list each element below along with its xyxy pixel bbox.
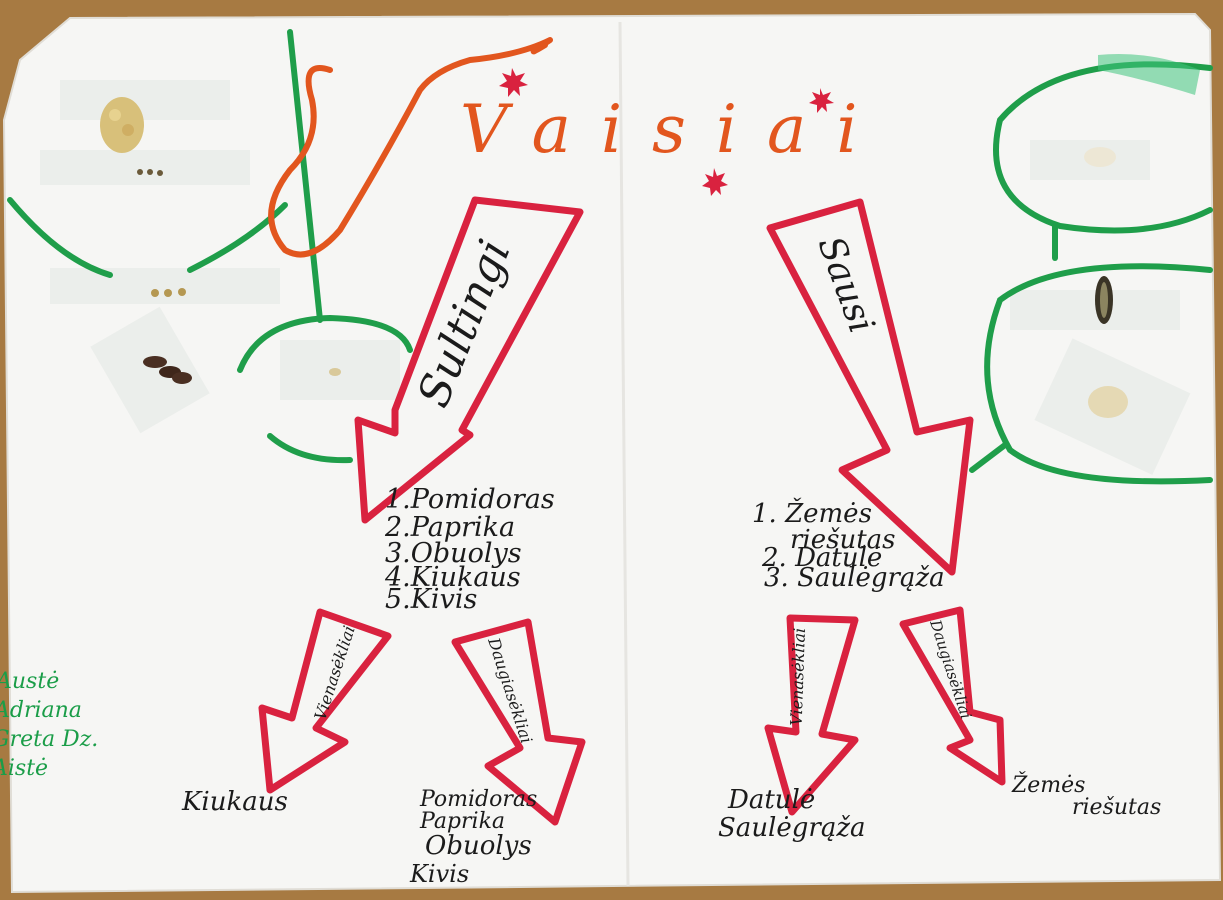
title-graphic: [268, 37, 553, 258]
left-sub-arrow-1: [258, 608, 392, 794]
left-sub-arrow-2: [451, 618, 586, 826]
right-sub-1-item: Datulė: [727, 785, 815, 815]
left-sub-2-item: Kivis: [409, 860, 469, 888]
author-list: Austė Adriana Greta Dz. Aistė: [0, 669, 98, 781]
green-smudge: [1098, 54, 1200, 95]
left-main-arrow: [354, 196, 584, 524]
left-item: 3.Obuolys: [385, 538, 522, 569]
right-sub-2-items: Žemės riešutas: [1011, 771, 1161, 820]
right-sub-arrow-1-label: Vienasėkliai: [787, 627, 809, 726]
right-item: 2. Datulė: [761, 543, 882, 573]
author-name: Greta Dz.: [0, 727, 98, 752]
right-sub-2-item: Žemės: [1011, 771, 1085, 798]
right-item: 1. Žemės: [752, 497, 872, 529]
left-sub-2-item: Paprika: [419, 809, 505, 834]
right-sub-1-items: Datulė Saulėgrąža: [718, 785, 866, 843]
right-sub-1-item: Saulėgrąža: [718, 813, 866, 843]
left-sub-1-item: Kiukaus: [181, 787, 288, 817]
author-name: Adriana: [0, 698, 82, 723]
right-item: 3. Saulėgrąža: [764, 563, 945, 593]
right-main-arrow: [766, 198, 974, 576]
right-sub-arrow-1: [764, 614, 859, 816]
left-item-list: 1.Pomidoras 2.Paprika 3.Obuolys 4.Kiukau…: [384, 484, 555, 615]
right-item-list: 1. Žemės riešutas 2. Datulė 3. Saulėgrąž…: [752, 497, 945, 593]
left-item: 2.Paprika: [384, 512, 515, 543]
paper-fold: [618, 21, 630, 887]
left-sub-2-item: Obuolys: [425, 831, 532, 861]
right-item: riešutas: [790, 525, 896, 555]
left-item: 1.Pomidoras: [385, 484, 555, 515]
seeds: [100, 97, 1128, 418]
title-text: Vaisiai: [460, 91, 888, 168]
left-item: 4.Kiukaus: [384, 562, 521, 593]
author-name: Aistė: [0, 756, 48, 781]
right-sub-2-item: riešutas: [1072, 795, 1161, 820]
left-item: 5.Kivis: [385, 584, 477, 615]
green-circle-diagram: [7, 29, 1213, 485]
tape-strips: [40, 80, 1191, 475]
left-sub-2-items: Pomidoras Paprika Obuolys Kivis: [409, 787, 537, 888]
author-name: Austė: [0, 669, 59, 694]
star-decorations: [499, 68, 834, 196]
left-sub-2-item: Pomidoras: [419, 787, 537, 812]
right-sub-arrow-2: [899, 606, 1006, 786]
